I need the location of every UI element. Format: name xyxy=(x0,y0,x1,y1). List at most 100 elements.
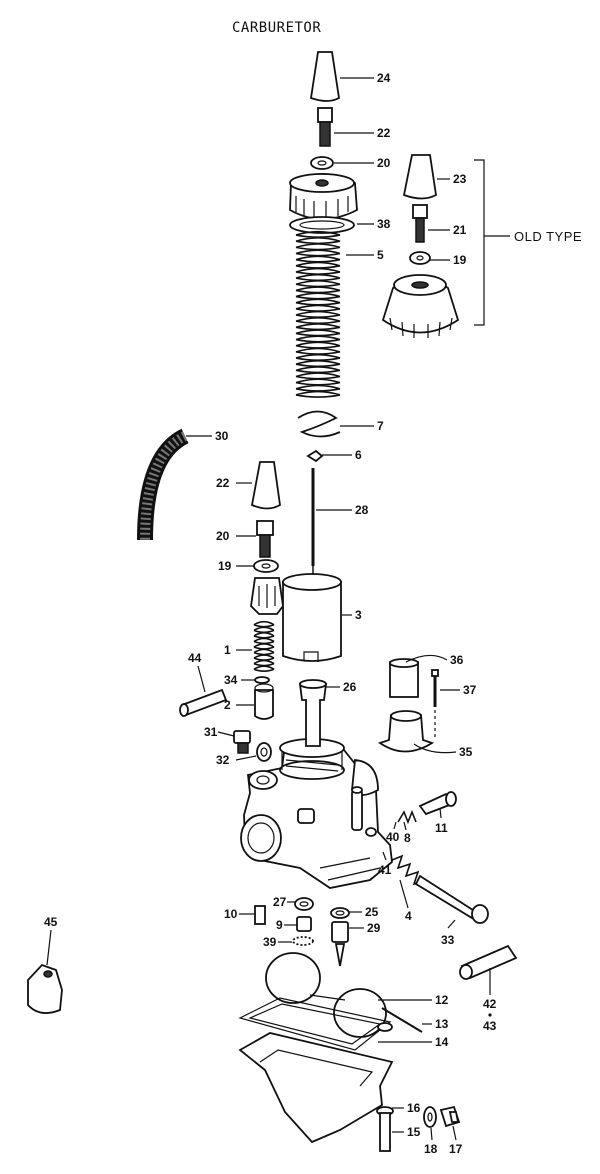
spring-40-part xyxy=(397,809,417,825)
washer-27-part xyxy=(294,897,314,911)
cable-nut-part xyxy=(253,559,279,573)
idle-screw-part xyxy=(414,874,489,924)
air-screw-part xyxy=(233,730,251,754)
starter-housing-part xyxy=(250,577,284,615)
main-jet-part xyxy=(296,916,312,932)
float-pin-part xyxy=(381,1007,423,1033)
label-2: 2 xyxy=(224,698,231,712)
label-12: 12 xyxy=(435,993,449,1007)
label-10: 10 xyxy=(224,907,238,921)
label-4: 4 xyxy=(405,909,412,923)
label-11: 11 xyxy=(435,821,448,835)
drain-screw-15-part xyxy=(376,1106,394,1152)
float-part xyxy=(265,952,387,1038)
label-44: 44 xyxy=(188,651,202,665)
float-chamber-part xyxy=(238,1032,394,1144)
label-28: 28 xyxy=(355,503,369,517)
label-37: 37 xyxy=(463,683,477,697)
cable-cap-part xyxy=(250,461,281,510)
cable-adjuster-part xyxy=(256,520,274,558)
throttle-screw-part xyxy=(418,791,457,816)
label-41: 41 xyxy=(378,863,392,877)
starter-spring-part xyxy=(253,620,275,672)
label-18: 18 xyxy=(424,1142,438,1156)
label-42-43-dot xyxy=(488,1013,492,1017)
label-21: 21 xyxy=(453,223,467,237)
cover-35-part xyxy=(377,710,435,753)
label-7: 7 xyxy=(377,419,384,433)
label-20-mid: 20 xyxy=(216,529,230,543)
old-type-adjuster-part xyxy=(412,204,428,243)
screw-37-part xyxy=(431,669,439,707)
throttle-valve-part xyxy=(282,573,342,662)
label-39: 39 xyxy=(263,935,277,949)
mixing-chamber-top-part xyxy=(289,173,358,220)
label-20-top: 20 xyxy=(377,156,391,170)
fuel-hose-part xyxy=(137,428,189,541)
label-35: 35 xyxy=(459,745,473,759)
label-15: 15 xyxy=(407,1125,421,1139)
label-29: 29 xyxy=(367,921,381,935)
label-16: 16 xyxy=(407,1101,421,1115)
drain-washer-16-part xyxy=(377,1022,393,1032)
overflow-pipe-part xyxy=(179,688,228,717)
leader-lines xyxy=(46,77,491,1141)
drain-bolt-17-part xyxy=(439,1105,461,1128)
label-6: 6 xyxy=(355,448,362,462)
washer-32-part xyxy=(256,742,272,762)
label-24: 24 xyxy=(377,71,391,85)
old-type-chamber-top-part xyxy=(381,274,460,338)
label-36: 36 xyxy=(450,653,464,667)
old-type-cap-part xyxy=(402,154,437,200)
label-3: 3 xyxy=(355,608,362,622)
o-ring-39-part xyxy=(292,936,314,946)
label-22-mid: 22 xyxy=(216,476,230,490)
label-25: 25 xyxy=(365,905,379,919)
pilot-jet-part xyxy=(254,905,266,925)
label-38: 38 xyxy=(377,217,391,231)
label-1: 1 xyxy=(224,643,231,657)
label-33: 33 xyxy=(441,933,455,947)
label-14: 14 xyxy=(435,1035,449,1049)
lock-nut-part xyxy=(310,156,334,170)
diagram-title: CARBURETOR xyxy=(232,20,321,36)
label-13: 13 xyxy=(435,1017,449,1031)
label-19-mid: 19 xyxy=(218,559,232,573)
label-40: 40 xyxy=(386,830,400,844)
starter-plunger-part xyxy=(254,683,274,720)
label-32: 32 xyxy=(216,753,230,767)
carburetor-body-part xyxy=(240,679,393,889)
washer-18-part xyxy=(423,1106,437,1128)
starter-ring-part xyxy=(254,676,270,684)
e-clip-part xyxy=(306,449,324,463)
label-8: 8 xyxy=(404,831,411,845)
old-type-bracket xyxy=(474,159,510,326)
vent-pipe-part xyxy=(459,944,518,980)
adjuster-bolt-part xyxy=(317,107,333,147)
needle-clip-part xyxy=(297,410,341,438)
label-42: 42 xyxy=(483,997,497,1011)
label-9: 9 xyxy=(276,918,283,932)
label-17: 17 xyxy=(449,1142,463,1156)
rubber-cap-part xyxy=(309,51,340,102)
label-5: 5 xyxy=(377,248,384,262)
label-45: 45 xyxy=(44,915,58,929)
hose-clamp-part xyxy=(27,963,63,1014)
throttle-spring-part xyxy=(295,230,341,398)
label-34: 34 xyxy=(224,673,238,687)
label-30: 30 xyxy=(215,429,229,443)
part-number-labels: 24 22 20 23 38 21 5 19 7 30 6 22 28 20 1… xyxy=(44,71,497,1156)
old-type-label: OLD TYPE xyxy=(514,229,582,244)
float-valve-part xyxy=(331,921,349,967)
label-27: 27 xyxy=(273,895,287,909)
top-gasket-part xyxy=(289,216,355,234)
idle-spring-part xyxy=(391,854,427,886)
washer-25-part xyxy=(330,907,350,919)
label-43: 43 xyxy=(483,1019,497,1033)
label-22-top: 22 xyxy=(377,126,391,140)
label-31: 31 xyxy=(204,725,218,739)
cover-36-part xyxy=(389,658,419,698)
old-type-nut-part xyxy=(409,251,431,265)
label-19-top: 19 xyxy=(453,253,467,267)
